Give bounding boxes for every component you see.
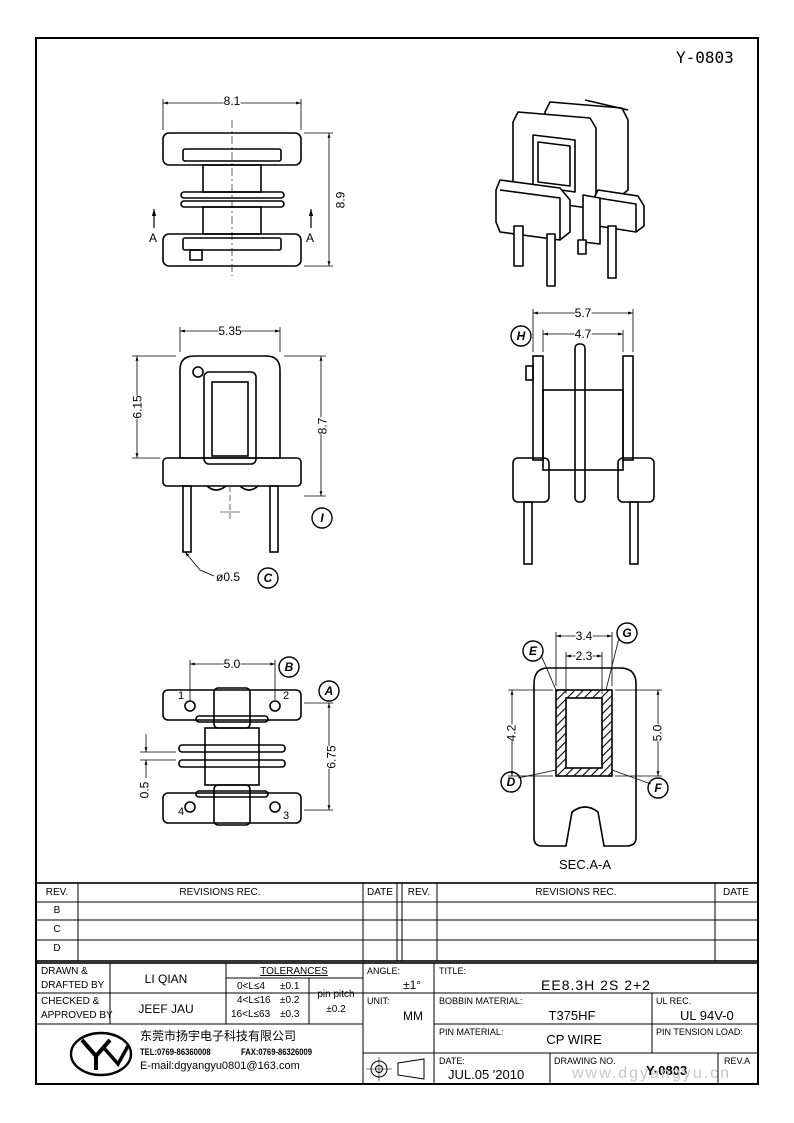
dim-section-height-left: 4.2 (504, 724, 519, 742)
bottom-view (140, 656, 340, 826)
dim-section-inner-width: 2.3 (575, 649, 593, 663)
drawing-no-label: DRAWING NO. (554, 1056, 616, 1066)
rev-header-right: REV. (407, 887, 431, 898)
unit-label: UNIT: (367, 996, 390, 1006)
side-view (510, 309, 655, 565)
bobbin-material-value: T375HF (548, 1008, 596, 1023)
watermark: www.dgyangyu.cn (572, 1065, 731, 1082)
tol-value-3: ±0.3 (280, 1009, 300, 1020)
pin-material-label: PIN MATERIAL: (439, 1027, 504, 1037)
section-caption: SEC.A-A (558, 857, 612, 872)
angle-label: ANGLE: (367, 966, 401, 976)
rev-date-header-left: DATE (367, 887, 393, 898)
title-value: EE8.3H 2S 2+2 (541, 977, 651, 993)
section-view (500, 622, 669, 847)
callout-b: B (284, 660, 294, 674)
drawing-no-value: Y-0803 (646, 1063, 688, 1078)
dim-pin-span: 5.0 (223, 657, 241, 671)
dim-front-width: 5.35 (218, 324, 242, 338)
rev-header-left: REV. (45, 887, 69, 898)
angle-value: ±1° (403, 978, 422, 992)
dim-front-height-left: 6.15 (130, 395, 145, 419)
drafted-label: DRAFTED BY (41, 980, 105, 991)
revision-table (35, 882, 759, 962)
bobbin-material-label: BOBBIN MATERIAL: (439, 996, 523, 1006)
pin-tension-label: PIN TENSION LOAD: (656, 1027, 743, 1037)
ul-rec-value: UL 94V-0 (680, 1008, 734, 1023)
tol-range-2: 4<L≤16 (237, 995, 271, 1006)
pin-pitch-label: pin pitch (317, 989, 355, 1000)
date-label: DATE: (439, 1056, 465, 1066)
pin-label-4: 4 (178, 806, 185, 818)
tol-range-3: 16<L≤63 (231, 1009, 271, 1020)
drawing-number-top: Y-0803 (676, 48, 734, 67)
company-logo (69, 1031, 133, 1077)
section-mark-left: A (149, 231, 158, 245)
company-tel: TEL:0769-86360008 (140, 1047, 211, 1057)
dim-pin-diameter: ø0.5 (216, 570, 241, 584)
top-view (151, 99, 333, 276)
date-value: JUL.05 '2010 (448, 1067, 525, 1082)
section-mark-right: A (306, 231, 315, 245)
title-block-grid (35, 962, 759, 1085)
pin-label-1: 1 (178, 690, 185, 702)
callout-f: F (654, 781, 662, 795)
unit-value: MM (403, 1009, 423, 1023)
rev-rec-header-right: REVISIONS REC. (535, 887, 617, 898)
dim-section-height-right: 5.0 (650, 724, 665, 742)
callout-e: E (528, 644, 538, 658)
dim-side-outer-width: 5.7 (574, 306, 592, 320)
drawn-label: DRAWN & (41, 966, 88, 977)
dim-front-height-right: 8.7 (315, 417, 330, 435)
pin-pitch-value: ±0.2 (326, 1004, 346, 1015)
tolerances-label: TOLERANCES (260, 966, 328, 977)
ul-rec-label: UL REC. (656, 996, 692, 1006)
dim-flange: 0.5 (137, 781, 152, 799)
company-fax: FAX:0769-86326009 (241, 1047, 313, 1057)
rev-row-c: C (53, 924, 61, 935)
rev-label: REV.A (724, 1056, 751, 1066)
front-view (132, 327, 333, 589)
callout-h: H (516, 329, 526, 343)
approved-label: APPROVED BY (41, 1010, 113, 1021)
rev-row-b: B (53, 905, 61, 916)
pin-material-value: CP WIRE (546, 1032, 602, 1047)
rev-rec-header-left: REVISIONS REC. (179, 887, 261, 898)
dim-side-inner-width: 4.7 (574, 327, 592, 341)
dim-top-width: 8.1 (223, 94, 241, 108)
isometric-view (495, 99, 645, 287)
company-email: E-mail:dgyangyu0801@163.com (140, 1060, 300, 1072)
dim-section-outer-width: 3.4 (575, 629, 593, 643)
dim-top-height: 8.9 (333, 191, 348, 209)
tol-value-2: ±0.2 (280, 995, 300, 1006)
callout-d: D (506, 775, 516, 789)
tol-value-1: ±0.1 (280, 981, 300, 992)
tol-range-1: 0<L≤4 (237, 981, 266, 992)
pin-label-3: 3 (283, 810, 290, 822)
callout-c: C (263, 571, 273, 585)
checked-label: CHECKED & (41, 996, 100, 1007)
company-name: 东莞市扬宇电子科技有限公司 (140, 1029, 297, 1043)
checked-name: JEEF JAU (138, 1002, 194, 1016)
callout-a: A (324, 684, 334, 698)
rev-row-d: D (53, 943, 61, 954)
pin-label-2: 2 (283, 690, 290, 702)
drawn-name: LI QIAN (144, 972, 188, 986)
callout-i: I (320, 511, 324, 525)
dim-bottom-height: 6.75 (324, 745, 339, 769)
title-label: TITLE: (439, 966, 467, 976)
rev-date-header-right: DATE (723, 887, 749, 898)
callout-g: G (622, 626, 632, 640)
